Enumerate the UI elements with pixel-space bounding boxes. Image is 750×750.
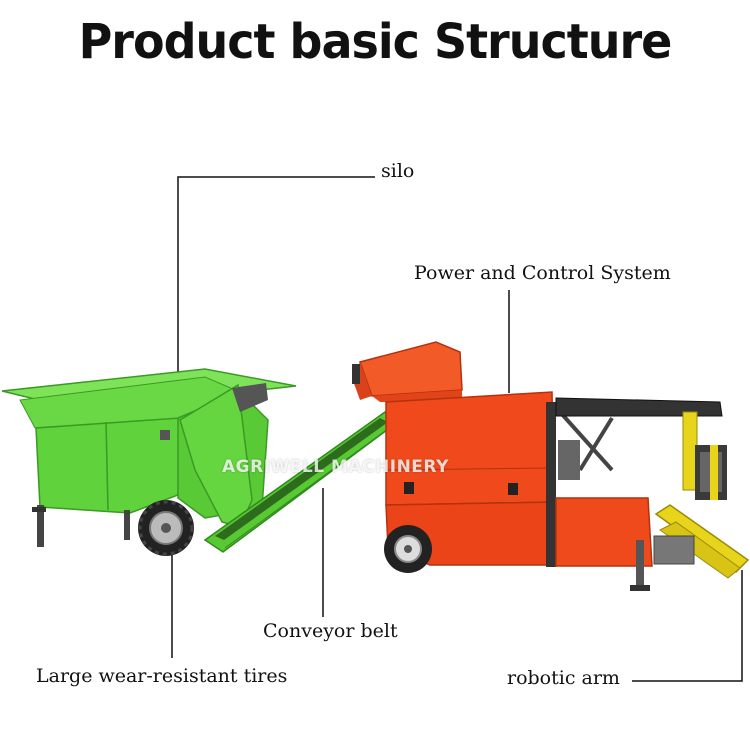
label-power-control-system: Power and Control System: [414, 262, 671, 284]
label-conveyor-belt: Conveyor belt: [263, 620, 398, 642]
leader-lines: [171, 176, 743, 682]
robotic-arm: [555, 397, 750, 591]
leader-line-silo: [177, 176, 375, 387]
leader-line-arm: [632, 570, 743, 682]
green-tire: [138, 500, 194, 556]
page-title: Product basic Structure: [78, 12, 673, 70]
label-silo: silo: [381, 160, 415, 182]
orange-wheel: [384, 525, 432, 573]
silo-body: [1, 368, 297, 547]
watermark: AGRIWELL MACHINERY: [222, 457, 449, 477]
label-tires: Large wear-resistant tires: [36, 665, 288, 687]
label-robotic-arm: robotic arm: [507, 667, 620, 689]
